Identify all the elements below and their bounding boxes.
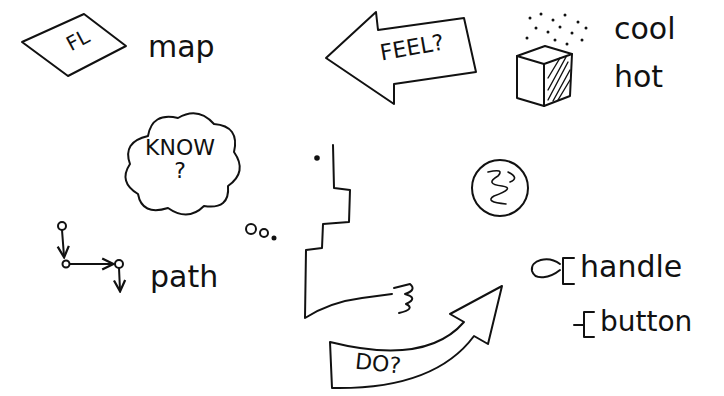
thought-bubbles	[246, 224, 276, 240]
shape-path	[330, 286, 502, 388]
shape-outline	[322, 278, 508, 392]
temperature-label: hot	[614, 62, 663, 92]
face-profile	[305, 145, 413, 318]
button-symbol	[574, 312, 594, 337]
temperature-label: cool	[614, 14, 676, 44]
shape-path	[126, 113, 240, 214]
map-sheet: FL	[18, 10, 130, 80]
hand-symbol	[394, 284, 413, 313]
symbol-label: map	[148, 32, 215, 62]
globe-symbol	[472, 160, 528, 216]
cube-symbol	[517, 46, 572, 106]
symbol-label: path	[150, 262, 218, 292]
path-symbol	[58, 222, 123, 290]
steam-dots	[526, 13, 588, 46]
know-cloud: KNOW ?	[118, 106, 242, 220]
shape-path	[22, 14, 126, 76]
handle-symbol	[532, 258, 574, 284]
do-arrow: DO?	[322, 278, 508, 392]
symbol-label: button	[600, 308, 692, 336]
node-text: KNOW ?	[140, 136, 220, 182]
symbol-label: handle	[580, 252, 682, 282]
shape-path	[326, 12, 476, 104]
feel-arrow: FEEL?	[322, 6, 480, 106]
